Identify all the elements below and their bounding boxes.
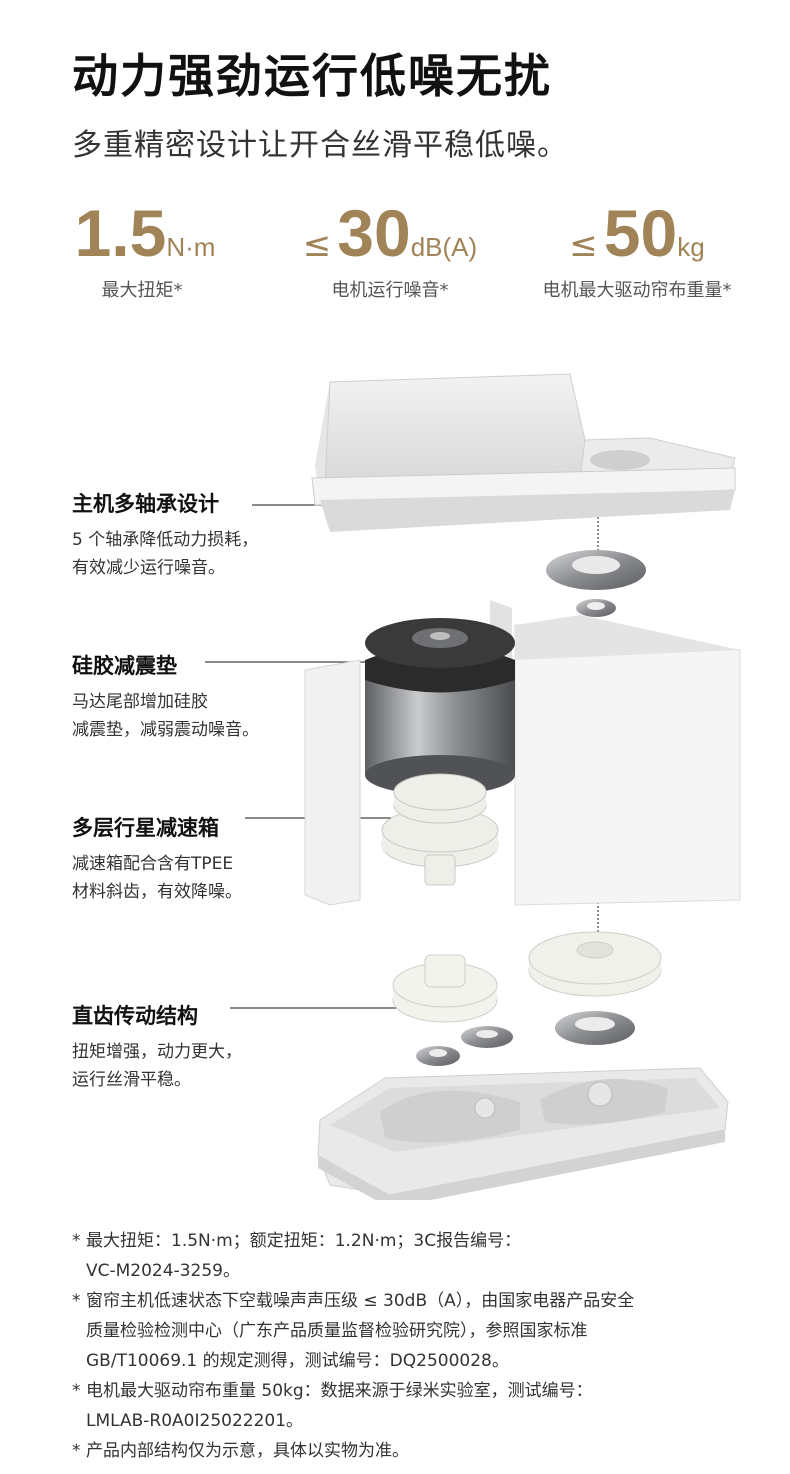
feature-multi-bearing: 主机多轴承设计 5 个轴承降低动力损耗， 有效减少运行噪音。 — [72, 488, 258, 582]
footnote: * 电机最大驱动帘布重量 50kg：数据来源于绿米实验室，测试编号： LMLAB… — [72, 1376, 752, 1436]
top-housing-cover — [311, 373, 736, 532]
stat-value: 30 — [337, 196, 411, 270]
stat-max-curtain-weight: ≤50kg 电机最大驱动帘布重量* — [522, 200, 752, 302]
feature-description: 马达尾部增加硅胶 减震垫，减弱震动噪音。 — [72, 688, 259, 744]
feature-description-line: 马达尾部增加硅胶 — [72, 692, 208, 712]
footnote-line: 窗帘主机低速状态下空载噪声声压级 ≤ 30dB（A），由国家电器产品安全 — [86, 1291, 635, 1311]
stat-max-torque: 1.5N·m 最大扭矩* — [62, 200, 222, 302]
spur-gear-large — [528, 931, 662, 997]
footnote-marker: * — [72, 1231, 81, 1251]
feature-spur-gear-transmission: 直齿传动结构 扭矩增强，动力更大， 运行丝滑平稳。 — [72, 1000, 242, 1094]
footnote-line: 电机最大驱动帘布重量 50kg：数据来源于绿米实验室，测试编号： — [86, 1381, 593, 1401]
feature-silicone-damper: 硅胶减震垫 马达尾部增加硅胶 减震垫，减弱震动噪音。 — [72, 650, 259, 744]
feature-heading: 多层行星减速箱 — [72, 816, 219, 840]
stat-caption: 最大扭矩* — [101, 280, 183, 301]
footnote-marker: * — [72, 1381, 81, 1401]
bearing-small-top — [576, 599, 616, 617]
stat-value: 1.5 — [74, 196, 167, 270]
footnote: * 最大扭矩：1.5N·m；额定扭矩：1.2N·m；3C报告编号： VC-M20… — [72, 1226, 752, 1286]
bearing-lower-small — [416, 1046, 460, 1066]
stat-prefix: ≤ — [569, 225, 598, 265]
stat-unit: N·m — [166, 232, 216, 262]
stat-caption: 电机运行噪音* — [331, 280, 449, 301]
footnote: * 产品内部结构仅为示意，具体以实物为准。 — [72, 1436, 752, 1466]
feature-description: 5 个轴承降低动力损耗， 有效减少运行噪音。 — [72, 526, 258, 582]
bearing-lower-large — [555, 1011, 635, 1045]
stat-caption: 电机最大驱动帘布重量* — [542, 280, 732, 301]
feature-description-line: 减速箱配合含有TPEE — [72, 854, 234, 874]
footnote-line: LMLAB-R0A0I25022201。 — [86, 1411, 304, 1431]
feature-heading: 直齿传动结构 — [72, 1004, 198, 1028]
feature-planetary-gearbox: 多层行星减速箱 减速箱配合含有TPEE 材料斜齿，有效降噪。 — [72, 812, 242, 906]
footnote-line: GB/T10069.1 的规定测得，测试编号：DQ2500028。 — [86, 1351, 509, 1371]
feature-description-line: 运行丝滑平稳。 — [72, 1070, 191, 1090]
footnote-marker: * — [72, 1441, 81, 1461]
footnote-line: VC-M2024-3259。 — [86, 1261, 240, 1281]
feature-description-line: 扭矩增强，动力更大， — [72, 1042, 242, 1062]
stat-motor-noise: ≤30dB(A) 电机运行噪音* — [290, 200, 490, 302]
stat-prefix: ≤ — [302, 225, 332, 265]
feature-description-line: 材料斜齿，有效降噪。 — [72, 882, 242, 902]
feature-heading: 主机多轴承设计 — [72, 492, 219, 516]
feature-description: 扭矩增强，动力更大， 运行丝滑平稳。 — [72, 1038, 242, 1094]
stat-unit: dB(A) — [410, 232, 478, 262]
footnote-marker: * — [72, 1291, 81, 1311]
bearing-large-top — [546, 550, 646, 590]
feature-description-line: 减震垫，减弱震动噪音。 — [72, 720, 259, 740]
bottom-housing-base — [317, 1067, 729, 1200]
feature-heading: 硅胶减震垫 — [72, 654, 177, 678]
feature-description: 减速箱配合含有TPEE 材料斜齿，有效降噪。 — [72, 850, 242, 906]
footnote-line: 最大扭矩：1.5N·m；额定扭矩：1.2N·m；3C报告编号： — [86, 1231, 522, 1251]
stat-value: 50 — [603, 196, 678, 270]
footnote-line: 产品内部结构仅为示意，具体以实物为准。 — [86, 1441, 409, 1461]
motor — [365, 618, 515, 795]
exploded-motor-illustration — [205, 373, 741, 1200]
footnote-line: 质量检验检测中心（广东产品质量监督检验研究院），参照国家标准 — [86, 1321, 588, 1341]
page-title: 动力强劲运行低噪无扰 — [72, 49, 552, 103]
spur-gear-small — [392, 954, 498, 1023]
middle-housing — [304, 600, 741, 906]
footnote: * 窗帘主机低速状态下空载噪声声压级 ≤ 30dB（A），由国家电器产品安全 质… — [72, 1286, 752, 1376]
footnotes: * 最大扭矩：1.5N·m；额定扭矩：1.2N·m；3C报告编号： VC-M20… — [72, 1226, 752, 1466]
planetary-gearbox — [381, 773, 499, 886]
stat-unit: kg — [677, 232, 705, 262]
bearing-lower-mid — [461, 1026, 513, 1048]
feature-description-line: 有效减少运行噪音。 — [72, 558, 225, 578]
feature-description-line: 5 个轴承降低动力损耗， — [72, 530, 259, 550]
page-subtitle: 多重精密设计让开合丝滑平稳低噪。 — [72, 128, 568, 163]
